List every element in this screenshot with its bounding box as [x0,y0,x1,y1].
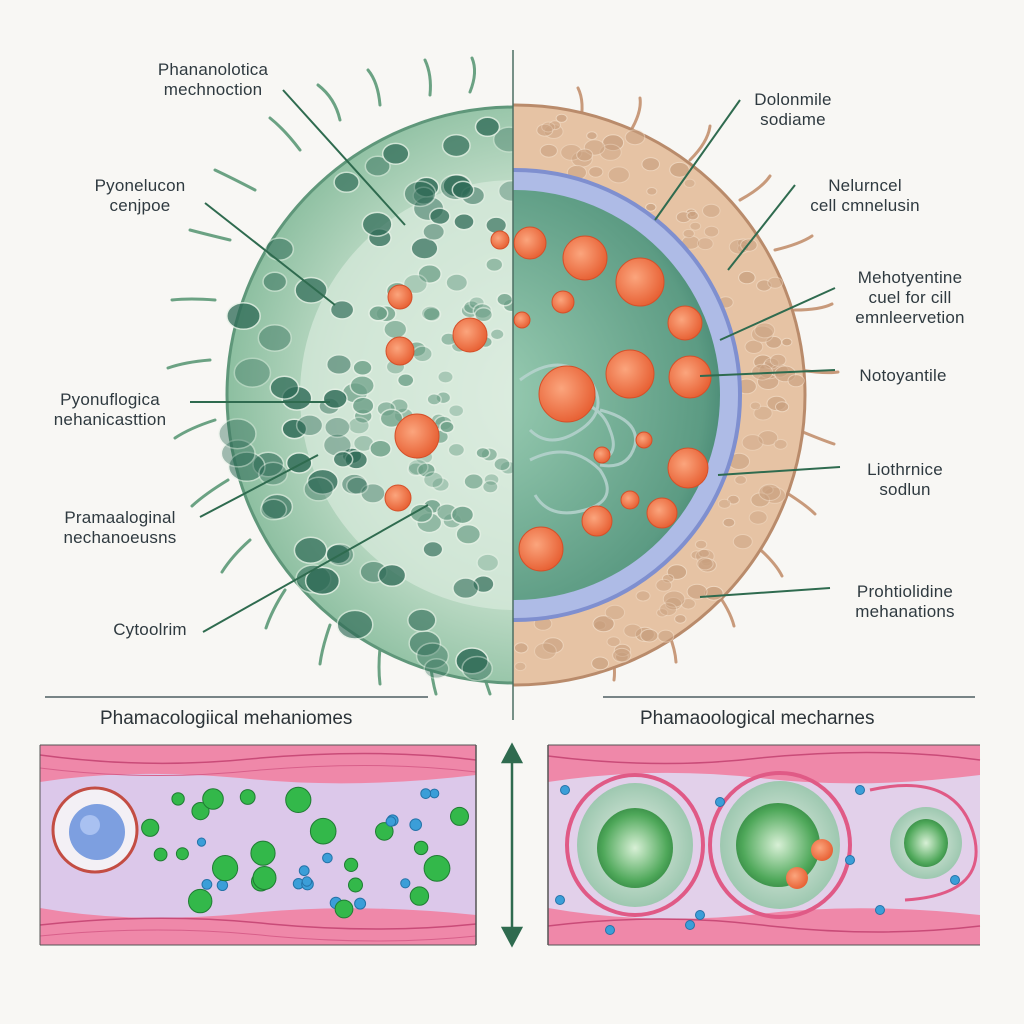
bottom-right-heading: Phamaoological mecharnes [640,708,875,729]
bottom-left-heading: Phamacologiical mehaniomes [100,708,353,729]
nucleus [736,803,820,887]
left-tissue-panel [39,744,477,946]
leader-lines [190,89,841,633]
label-right-4: Notoyantile [859,366,947,385]
organelles [384,226,712,572]
left-cell-texture [218,116,513,682]
right-tissue-panel [547,744,981,946]
left-cell-half [166,56,513,696]
nucleus [597,808,673,888]
label-left-5: Cytoolrim [113,620,187,639]
double-arrow-icon [500,742,524,948]
nucleus [904,819,948,867]
right-cell-texture [513,113,805,672]
